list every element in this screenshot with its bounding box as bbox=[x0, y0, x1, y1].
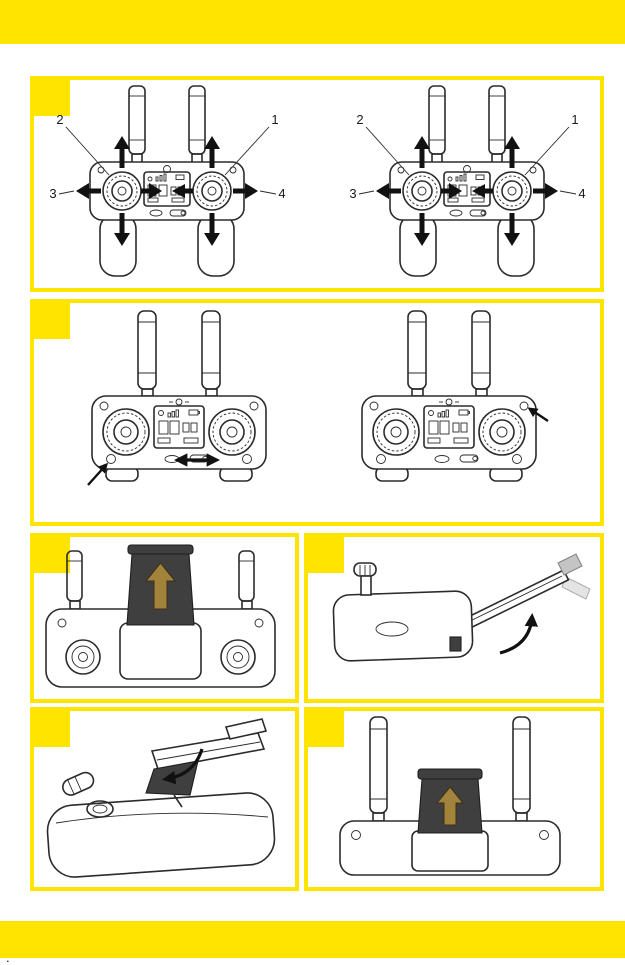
holder-unfold-illustration bbox=[332, 553, 591, 662]
right-joystick bbox=[220, 639, 256, 675]
up-arrow-icon bbox=[144, 562, 177, 610]
step-marker bbox=[34, 537, 70, 573]
up-arrow-icon bbox=[435, 786, 465, 826]
curved-rotation-arrow-icon bbox=[499, 612, 539, 655]
antenna-left bbox=[66, 550, 83, 610]
phone-holder-bracket bbox=[417, 768, 483, 834]
page-artifact-dot: . bbox=[6, 950, 10, 965]
controller-body-side bbox=[332, 590, 474, 662]
bottom-banner bbox=[0, 921, 625, 958]
panel-holder-pull-up bbox=[30, 533, 299, 703]
holder-clamp-arm bbox=[224, 718, 268, 740]
holder-arm bbox=[456, 553, 583, 633]
panel-holder-fold-clamp bbox=[30, 707, 299, 891]
antenna-right bbox=[512, 716, 531, 822]
holder-clamp bbox=[557, 553, 583, 576]
holder-ghost-position bbox=[561, 576, 591, 600]
holder-fold-illustration bbox=[46, 718, 276, 878]
holder-pull-up-illustration bbox=[45, 544, 276, 688]
holder-raise-illustration bbox=[339, 716, 561, 876]
folded-antenna-stub bbox=[62, 771, 95, 796]
controller-body-rear bbox=[46, 792, 276, 878]
pointer-arrow-icon bbox=[527, 407, 549, 422]
panel-holder-raise-front bbox=[304, 707, 604, 891]
curved-rotation-arrow-icon bbox=[162, 748, 204, 785]
pointer-arrow-icon bbox=[87, 462, 109, 486]
folded-antenna-knob bbox=[353, 562, 377, 596]
antenna-right bbox=[238, 550, 255, 610]
controller-right-diagram bbox=[348, 85, 587, 277]
step-marker bbox=[34, 711, 70, 747]
step-marker bbox=[308, 711, 344, 747]
controller-left-diagram bbox=[48, 85, 287, 277]
hinge-latch bbox=[449, 636, 462, 652]
panel-stick-controls bbox=[30, 76, 604, 292]
antenna-left bbox=[369, 716, 388, 822]
left-joystick bbox=[65, 639, 101, 675]
panel-holder-unfold-side bbox=[304, 533, 604, 703]
phone-holder-bracket bbox=[126, 544, 195, 626]
panel-button-callouts bbox=[30, 299, 604, 526]
left-joystick-angled bbox=[86, 800, 114, 818]
step-marker bbox=[308, 537, 344, 573]
controller-right-diagram bbox=[361, 310, 549, 482]
controller-left-diagram bbox=[87, 310, 267, 486]
step-marker bbox=[34, 80, 70, 116]
step-marker bbox=[34, 303, 70, 339]
top-banner bbox=[0, 0, 625, 44]
